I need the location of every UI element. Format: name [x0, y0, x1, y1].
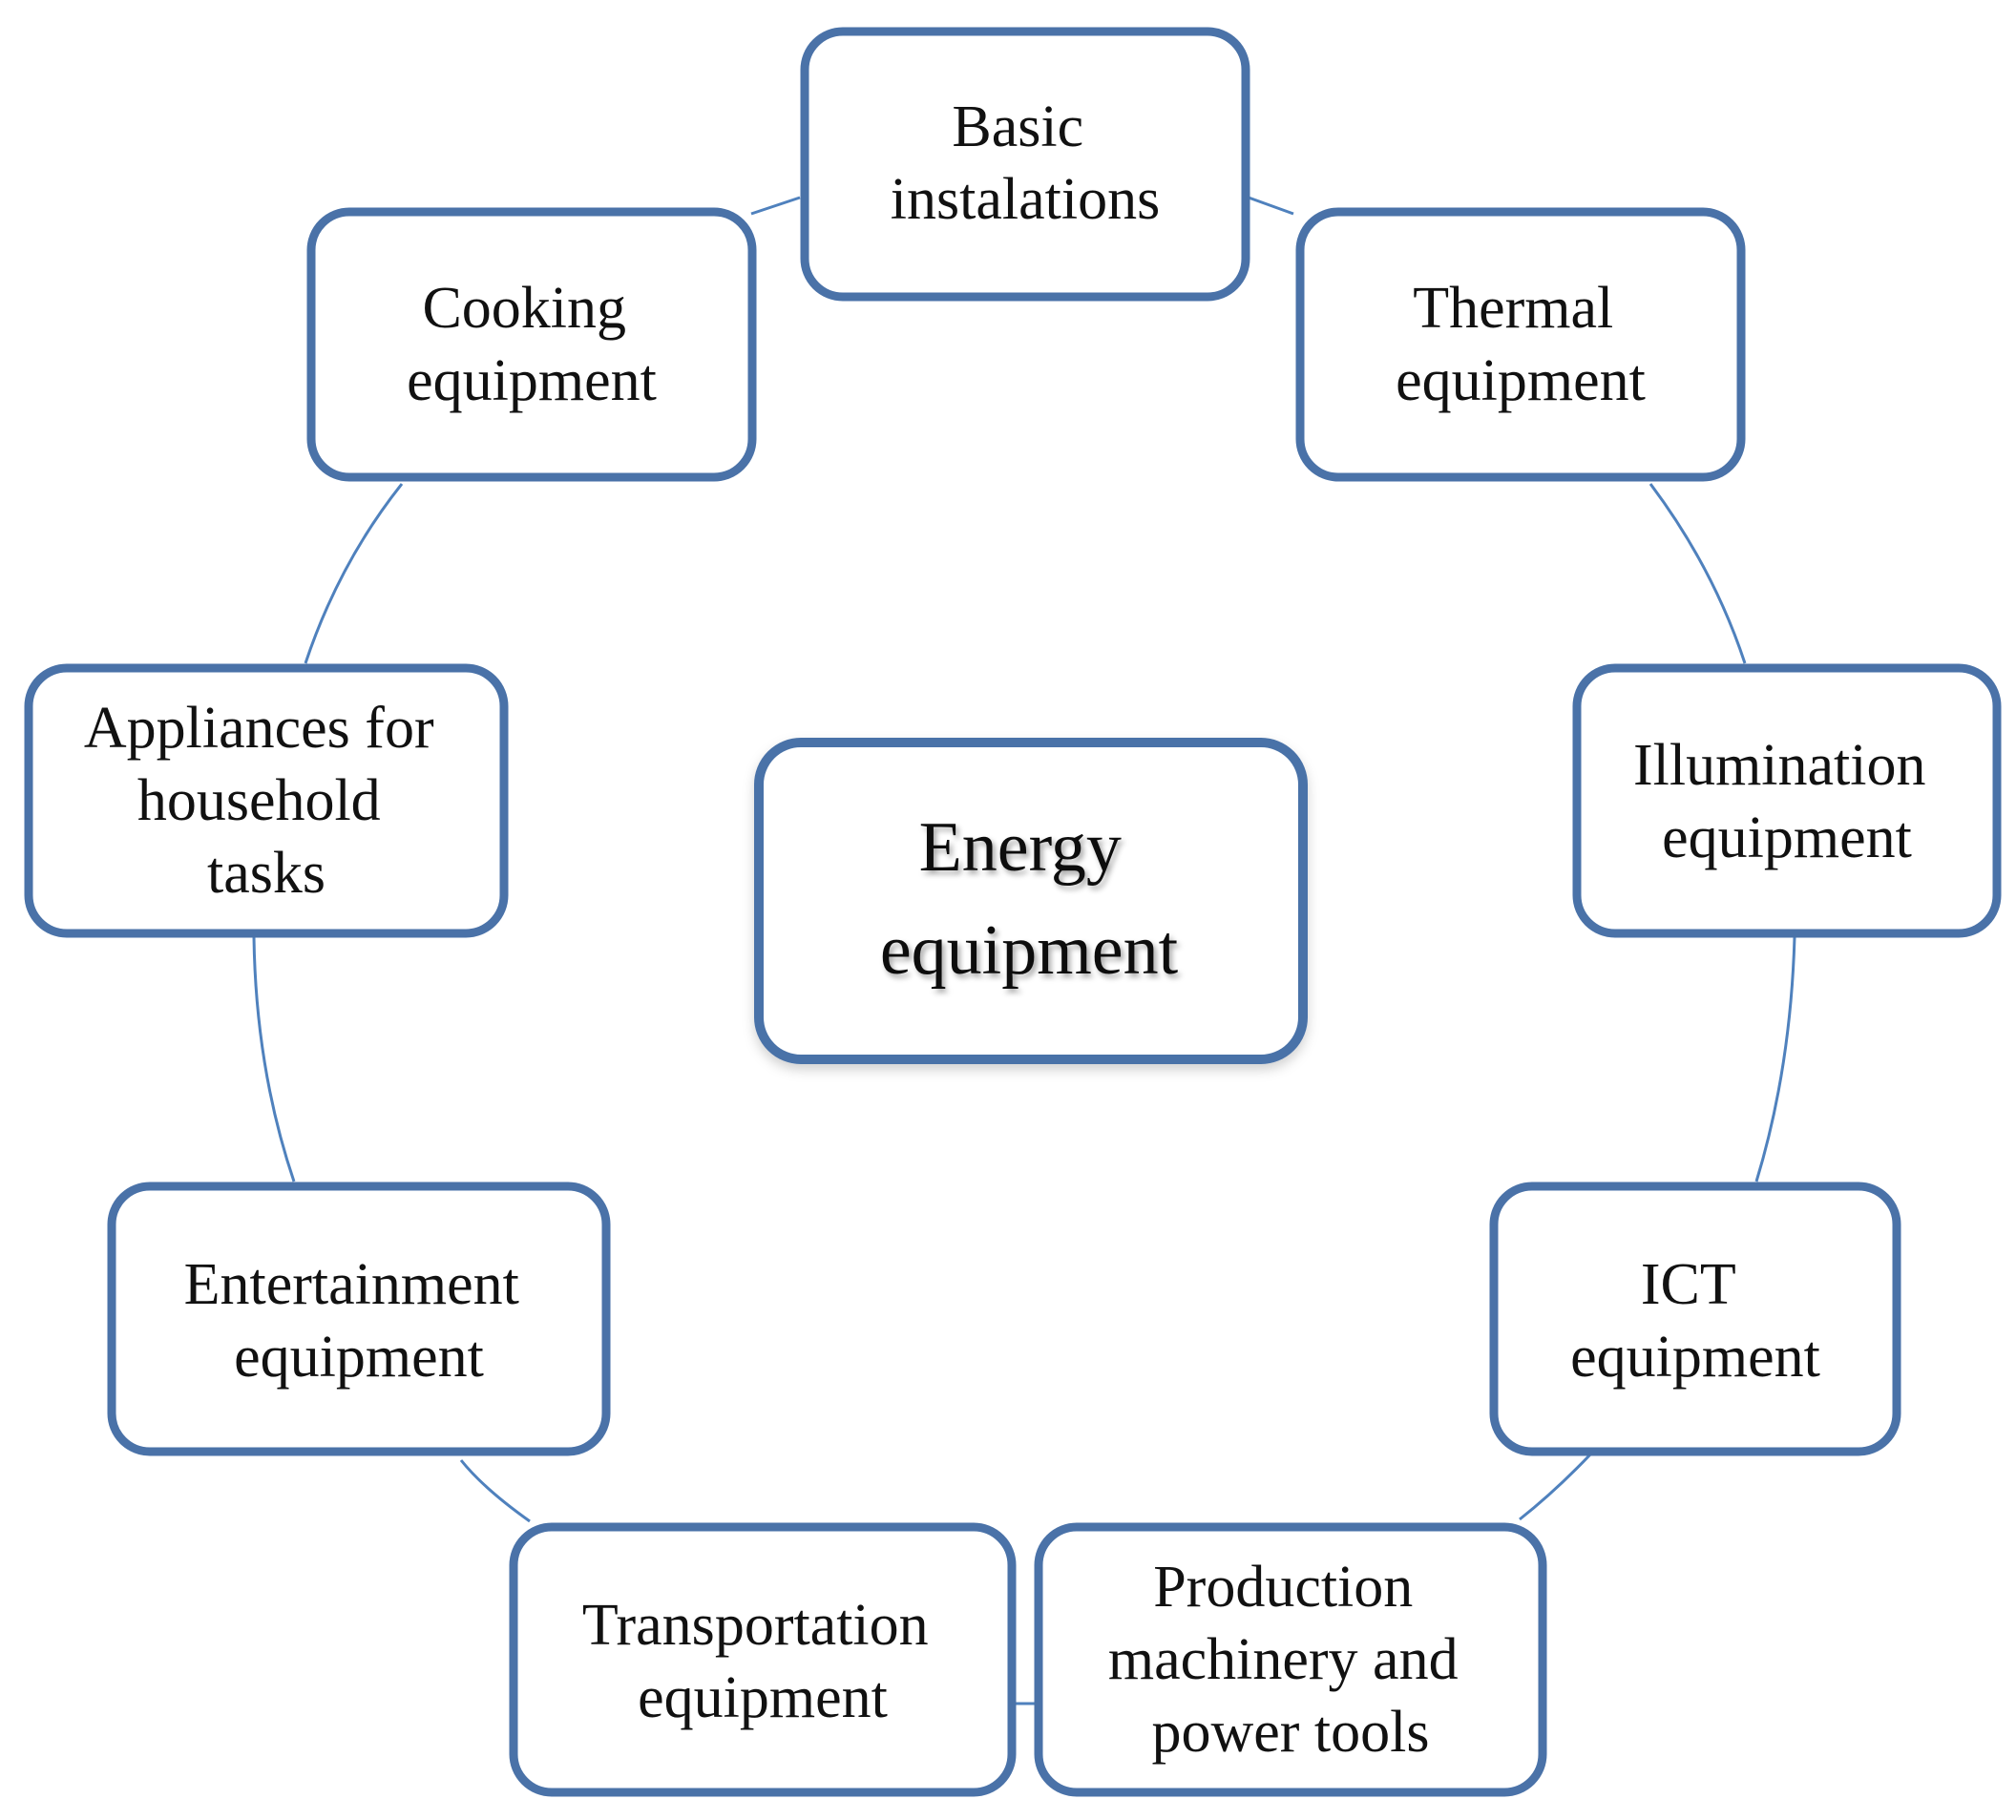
box: [1572, 663, 2002, 938]
box: [1489, 1182, 1901, 1456]
label-line: equipment: [1396, 348, 1646, 413]
label-line: ICT: [1641, 1252, 1735, 1317]
connector-entertainment-household: [252, 936, 296, 1182]
node-label: Entertainment equipment: [184, 1252, 535, 1390]
label-line: equipment: [407, 348, 657, 413]
node-production-machinery: Production machinery and power tools: [1034, 1522, 1547, 1797]
label-line: machinery and: [1108, 1627, 1459, 1692]
center-label-line: equipment: [880, 911, 1179, 990]
node-ict-equipment: ICT equipment: [1489, 1182, 1901, 1456]
label-line: Illumination: [1633, 733, 1926, 798]
node-transportation-equipment: Transportation equipment: [509, 1522, 1017, 1797]
node-cooking-equipment: Cooking equipment: [306, 207, 757, 482]
node-illumination-equipment: Illumination equipment: [1572, 663, 2002, 938]
center-label-line: Energy: [919, 808, 1122, 887]
connector-transportation-entertainment: [459, 1459, 531, 1523]
connector-thermal-illumination: [1648, 483, 1747, 664]
box: [1034, 1522, 1547, 1797]
label-line: Basic: [952, 94, 1083, 159]
box: [800, 27, 1250, 302]
node-label: Thermal equipment: [1396, 276, 1646, 413]
node-label: Cooking equipment: [407, 276, 657, 413]
label-line: equipment: [234, 1325, 484, 1390]
node-label: Basic instalations: [891, 94, 1160, 232]
box: [24, 663, 509, 938]
center-node-energy-equipment: Energy equipment: [754, 738, 1308, 1064]
node-label: Illumination equipment: [1633, 733, 1941, 870]
box: [306, 207, 757, 482]
connector-cooking-basic: [750, 196, 801, 216]
label-line: instalations: [891, 167, 1160, 232]
label-line: Transportation: [582, 1593, 929, 1658]
node-household-appliances: Appliances for household tasks: [24, 663, 509, 938]
label-line: power tools: [1151, 1700, 1429, 1765]
node-label: ICT equipment: [1570, 1252, 1820, 1390]
label-line: Production: [1153, 1555, 1413, 1620]
label-line: Thermal: [1413, 276, 1613, 341]
box: [107, 1182, 611, 1456]
cycle-connectors: [252, 196, 1796, 1705]
node-entertainment-equipment: Entertainment equipment: [107, 1182, 611, 1456]
node-thermal-equipment: Thermal equipment: [1295, 207, 1746, 482]
label-line: Appliances for: [84, 696, 434, 761]
node-basic-instalations: Basic instalations: [800, 27, 1250, 302]
box: [509, 1522, 1017, 1797]
label-line: tasks: [207, 841, 326, 906]
connector-basic-thermal: [1248, 196, 1294, 216]
label-line: household: [137, 768, 381, 833]
label-line: Entertainment: [184, 1252, 519, 1317]
center-label: Energy equipment: [880, 808, 1179, 990]
node-label: Production machinery and power tools: [1108, 1555, 1473, 1765]
label-line: equipment: [1570, 1325, 1820, 1390]
label-line: equipment: [638, 1665, 888, 1730]
connector-illumination-ict: [1754, 936, 1796, 1182]
node-label: Transportation equipment: [582, 1593, 943, 1730]
center-box: [754, 738, 1308, 1064]
connector-ict-production: [1519, 1452, 1593, 1521]
connector-household-cooking: [304, 483, 404, 664]
node-label: Appliances for household tasks: [84, 696, 449, 906]
label-line: equipment: [1662, 805, 1912, 870]
label-line: Cooking: [422, 276, 626, 341]
box: [1295, 207, 1746, 482]
